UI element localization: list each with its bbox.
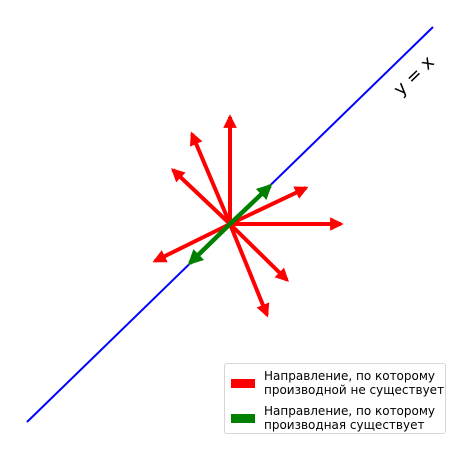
legend-label-no-derivative: Направление, по которому производной не … bbox=[264, 369, 445, 397]
red-arrow-up-left bbox=[189, 131, 232, 225]
green-arrows bbox=[187, 183, 273, 266]
legend-item-derivative: Направление, по которому производная сущ… bbox=[231, 404, 435, 432]
legend-label-derivative: Направление, по которому производная сущ… bbox=[264, 404, 436, 432]
red-arrow-down-right bbox=[228, 222, 289, 282]
red-arrow-down bbox=[228, 223, 270, 318]
green-arrow-up-right bbox=[228, 183, 273, 226]
red-arrow-right-up bbox=[229, 186, 309, 226]
legend-item-no-derivative: Направление, по которому производной не … bbox=[231, 369, 444, 397]
red-arrow-left-down bbox=[152, 222, 231, 263]
legend: Направление, по которому производной не … bbox=[224, 363, 446, 434]
red-arrows bbox=[152, 114, 344, 318]
legend-swatch-green bbox=[231, 413, 255, 423]
green-arrow-down-left bbox=[187, 222, 232, 266]
line-label: y = x bbox=[390, 52, 439, 101]
legend-swatch-red bbox=[231, 378, 255, 388]
red-arrow-left-up bbox=[171, 168, 232, 226]
